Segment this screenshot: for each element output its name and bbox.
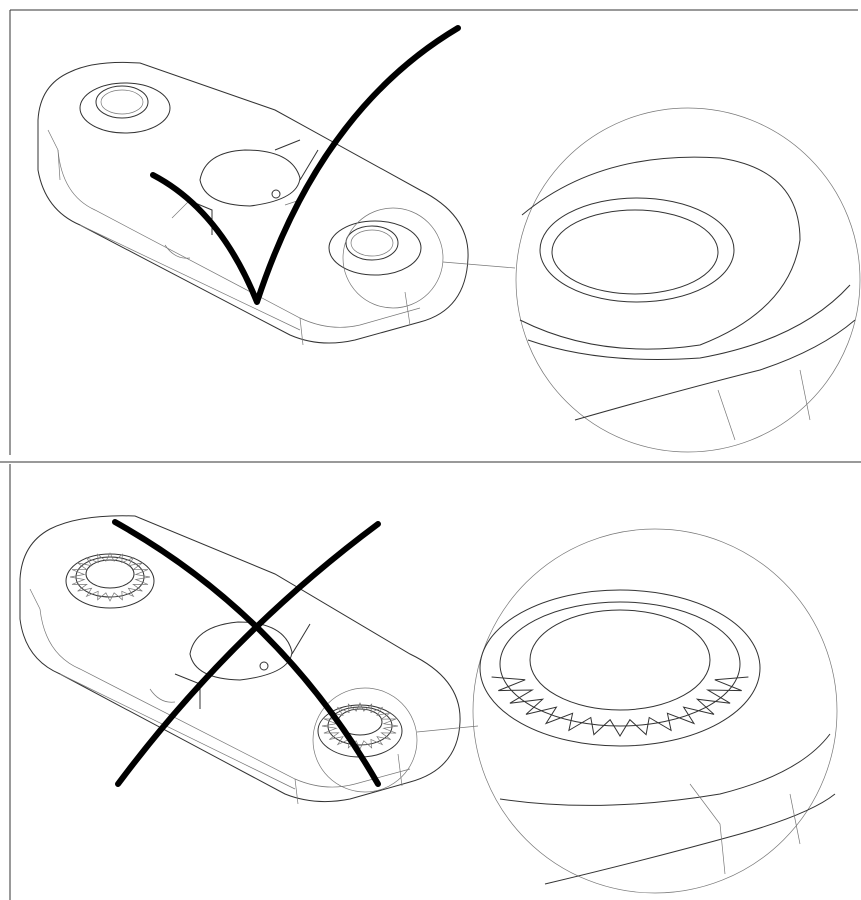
serration-teeth-left	[69, 552, 151, 602]
panel-correct-design	[0, 9, 861, 463]
serrated-boss-left	[65, 552, 155, 609]
incorrect-design-drawing	[9, 464, 838, 900]
detail-marker	[342, 207, 444, 309]
serration-teeth-detail	[491, 676, 749, 737]
panel-frame	[0, 9, 861, 463]
detail-marker	[312, 687, 418, 793]
detail-leader	[416, 725, 479, 733]
detail-view	[472, 528, 838, 894]
center-hole	[171, 139, 319, 235]
detail-leader	[442, 261, 516, 269]
cross-mark-stroke-2	[115, 521, 381, 787]
cross-mark-stroke-1	[112, 519, 381, 787]
check-mark	[150, 25, 461, 305]
boss-right	[328, 220, 422, 276]
correct-design-drawing	[0, 9, 861, 463]
boss-left	[79, 82, 171, 134]
detail-view	[515, 107, 861, 453]
panel-incorrect-design	[0, 464, 861, 900]
serration-teeth-right	[321, 702, 399, 750]
